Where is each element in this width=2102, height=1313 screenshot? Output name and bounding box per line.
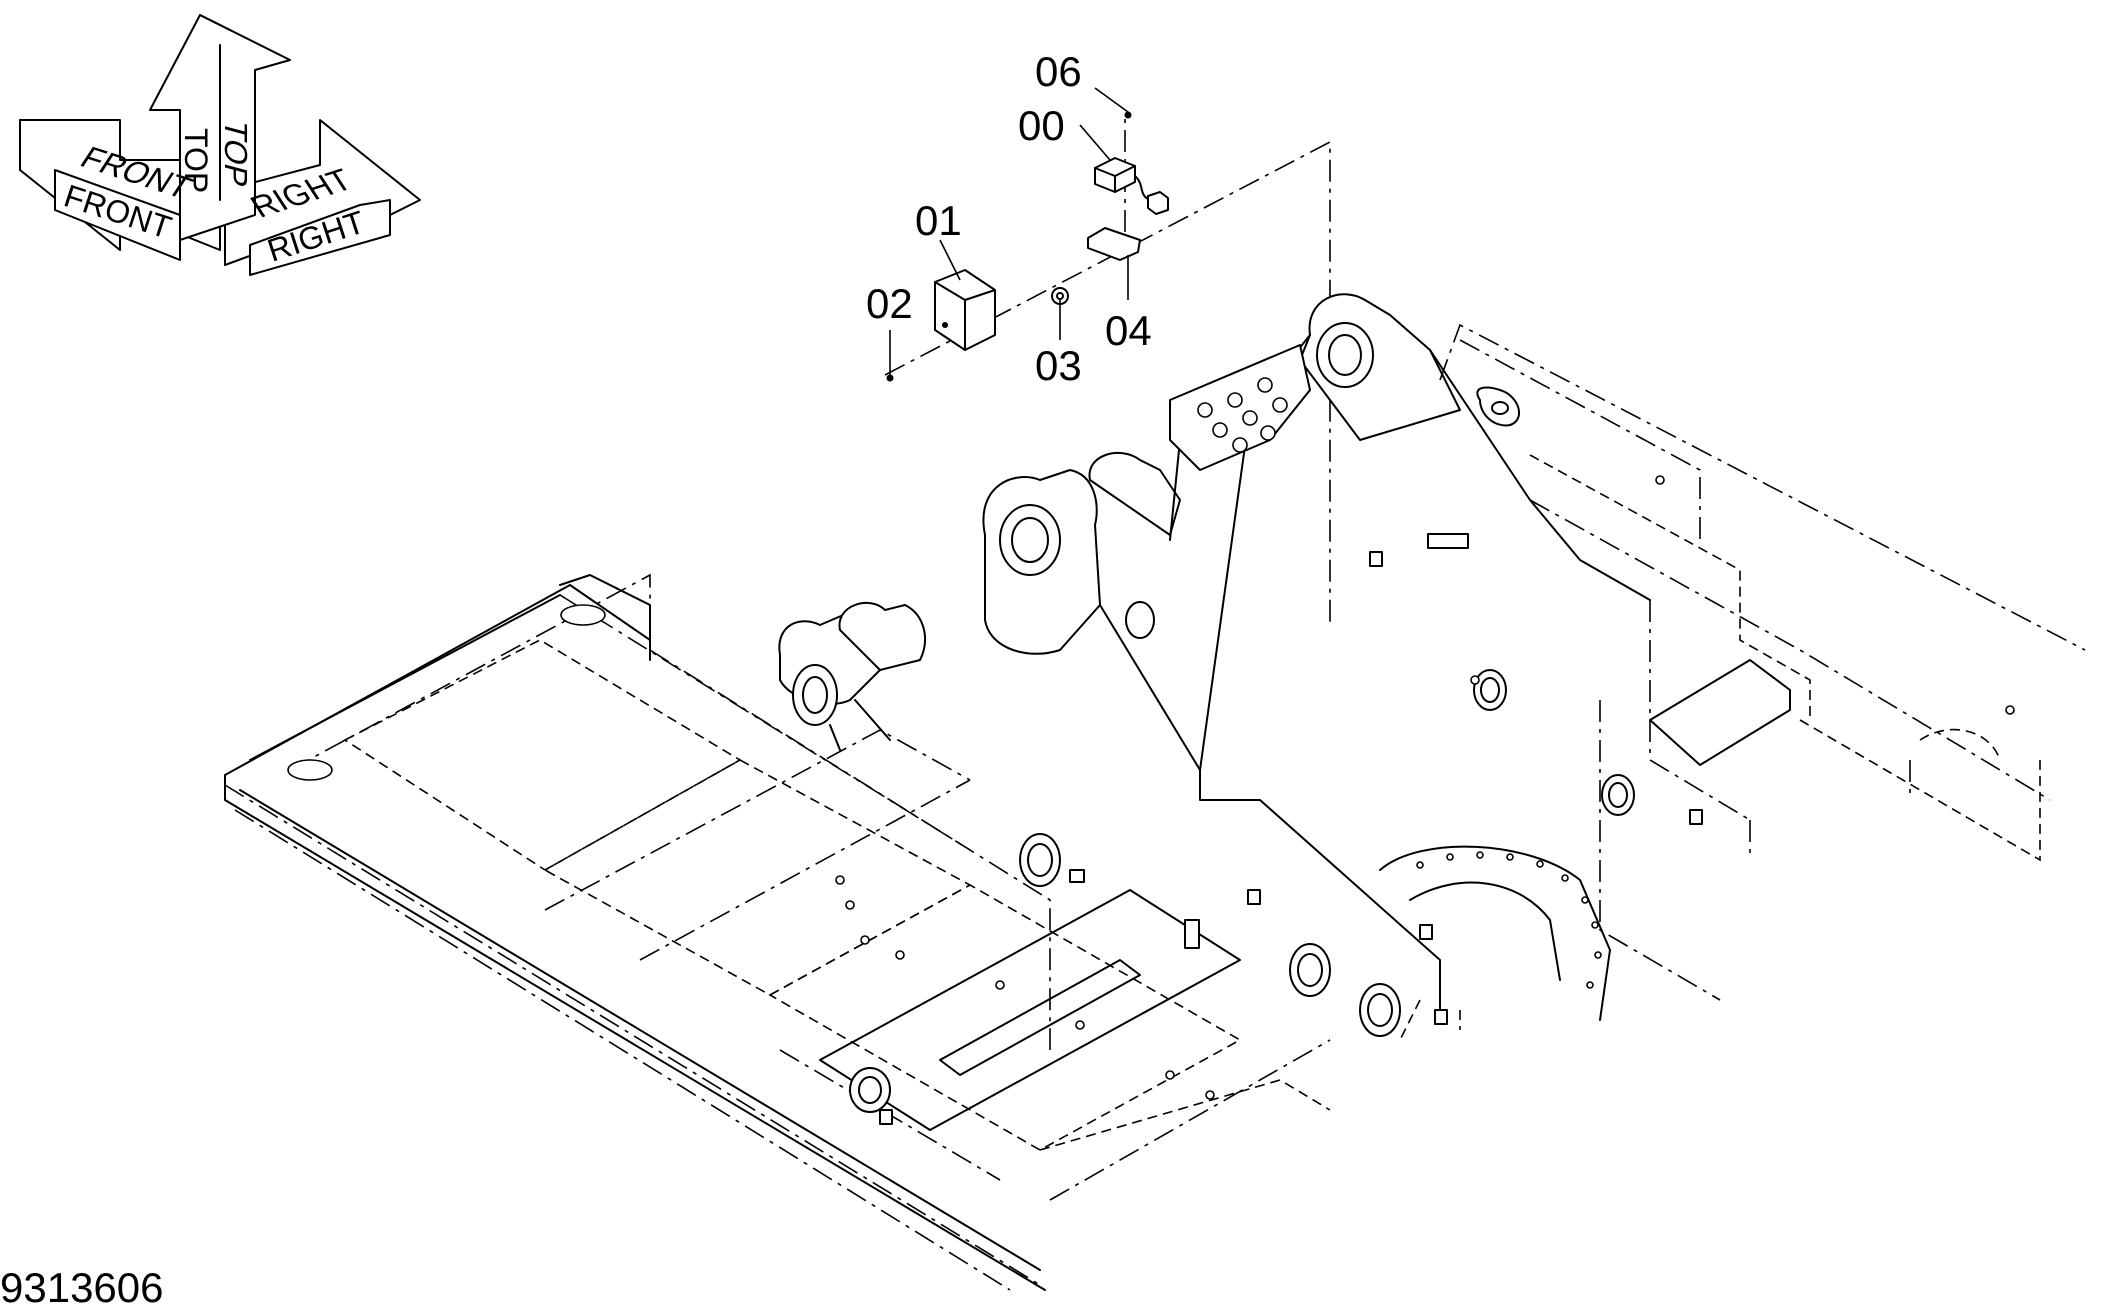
swing-bearing xyxy=(1379,845,1611,1041)
boom-foot-bracket xyxy=(1169,293,1651,771)
clip-icon xyxy=(1247,889,1261,905)
parts-cluster: 01 02 03 04 00 06 xyxy=(866,48,1331,625)
top-label: TOP xyxy=(178,128,214,193)
clip-icon xyxy=(1419,924,1433,940)
screw-02-icon xyxy=(886,374,894,382)
callout-06: 06 xyxy=(1035,48,1082,95)
callout-04: 04 xyxy=(1105,307,1152,354)
clip-icon xyxy=(1689,809,1703,825)
grommet xyxy=(849,1067,891,1113)
mount-boss xyxy=(1476,386,1520,427)
boom-bracket-right xyxy=(982,451,1441,1021)
clip-icon xyxy=(879,1109,893,1125)
front-arrow-face xyxy=(54,169,181,261)
callout-02: 02 xyxy=(866,280,913,327)
orientation-indicator: FRONT FRONT TOP TOP RIGHT RIGHT xyxy=(19,14,421,276)
cover-part xyxy=(934,269,996,351)
grommet xyxy=(1289,943,1331,997)
clip-icon xyxy=(1184,919,1200,949)
grommet xyxy=(1359,983,1401,1037)
grommet xyxy=(1601,774,1635,816)
boom-bracket-left xyxy=(778,601,926,751)
bracket-plate-part xyxy=(1087,227,1141,261)
right-arrow-face xyxy=(249,199,391,276)
nut-part xyxy=(1051,287,1069,305)
clip-icon xyxy=(1427,533,1469,549)
grommet xyxy=(1473,669,1507,711)
sensor-part xyxy=(1094,157,1169,215)
clip-icon xyxy=(1434,1009,1448,1025)
main-frame xyxy=(224,293,2086,1291)
grommet xyxy=(1019,833,1061,887)
callout-00: 00 xyxy=(1018,102,1065,149)
callout-01: 01 xyxy=(915,197,962,244)
assembly-line xyxy=(884,140,1331,625)
clip-icon xyxy=(1369,551,1383,567)
drawing-number: 9313606 xyxy=(0,1264,164,1311)
top-label-shadow: TOP xyxy=(218,116,253,191)
screw-06-icon xyxy=(1124,111,1132,119)
step-plate xyxy=(1169,344,1311,471)
callout-03: 03 xyxy=(1035,342,1082,389)
clip-icon xyxy=(1069,869,1085,883)
